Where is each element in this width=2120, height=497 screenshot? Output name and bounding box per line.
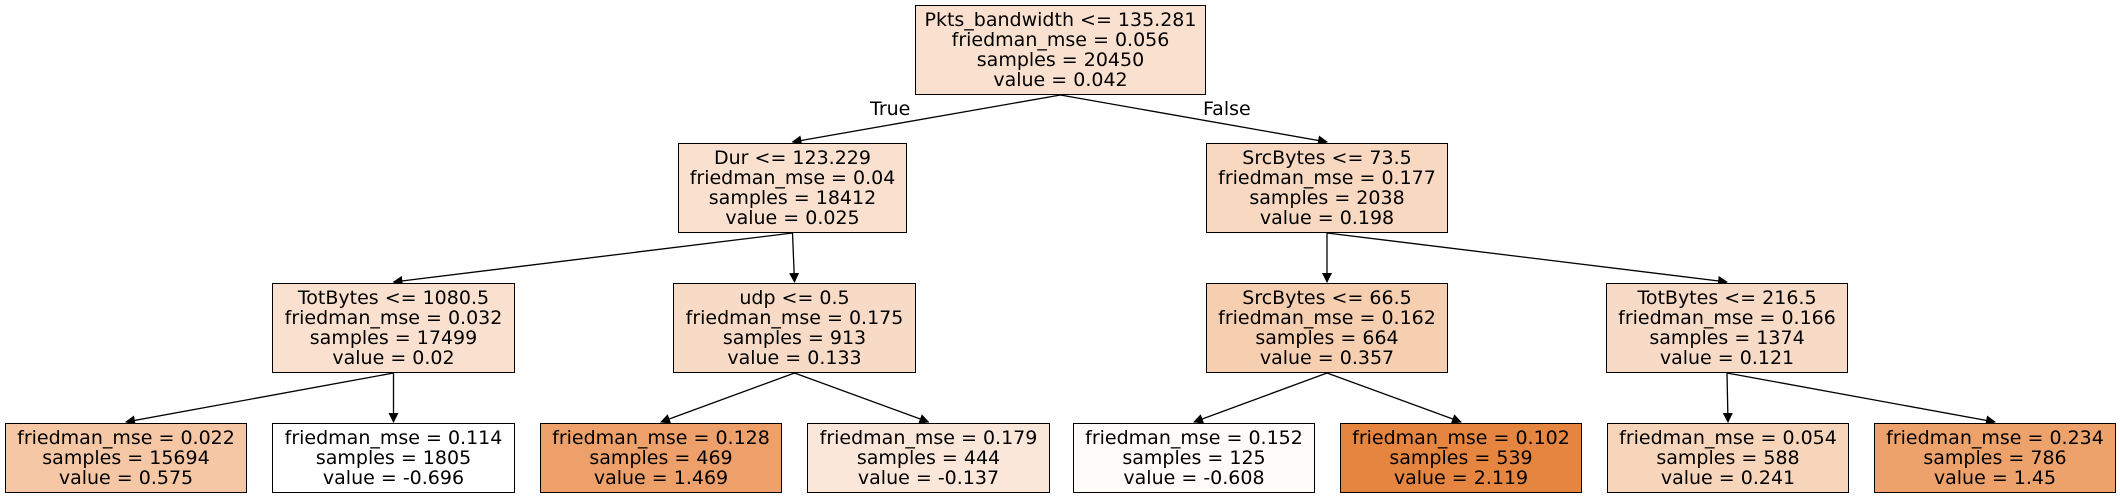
node-text-line: value = 0.198 [1259,207,1395,229]
node-text-line: value = -0.696 [322,467,465,489]
node-text-line: value = 0.575 [58,467,194,489]
node-text-line: SrcBytes <= 73.5 [1242,147,1412,169]
node-text-line: friedman_mse = 0.054 [1619,427,1837,449]
node-text-line: value = 1.45 [1933,467,2057,489]
node-text-line: samples = 1374 [1649,327,1805,349]
node-text-line: samples = 20450 [976,49,1145,71]
node-text-line: samples = 664 [1255,327,1399,349]
node-text-line: friedman_mse = 0.032 [284,307,503,329]
node-text-line: value = 0.042 [993,69,1128,91]
node-text-line: samples = 1805 [315,447,472,469]
node-text-line: friedman_mse = 0.162 [1218,307,1436,329]
edge-n1-n3 [392,232,793,286]
node-text-line: friedman_mse = 0.102 [1352,427,1570,449]
node-text-line: value = 0.133 [727,347,862,369]
node-text-line: value = -0.137 [857,467,1000,489]
node-text-line: friedman_mse = 0.179 [819,427,1038,449]
node-text-line: samples = 125 [1122,447,1266,469]
node-text-line: value = -0.608 [1123,467,1265,489]
edge-n2-n6 [1326,232,1728,286]
edge-n6-n14 [1726,372,1996,426]
node-text-line: Pkts_bandwidth <= 135.281 [924,9,1197,31]
edge-n5-n11 [1193,372,1328,424]
node-text-line: friedman_mse = 0.234 [1886,427,2104,449]
node-text-line: samples = 539 [1389,447,1533,469]
node-text-line: SrcBytes <= 66.5 [1242,287,1412,309]
node-text-line: TotBytes <= 216.5 [1637,287,1817,309]
node-text-line: friedman_mse = 0.175 [685,307,904,329]
node-text-line: udp <= 0.5 [739,287,850,309]
node-text-line: samples = 588 [1656,447,1800,469]
node-text-line: value = 0.121 [1659,347,1795,369]
edge-n0-n2 [1060,94,1328,146]
node-text-line: value = 2.119 [1393,467,1529,489]
node-text-line: value = 0.02 [332,347,455,369]
edge-n6-n13 [1722,372,1733,423]
node-text-line: Dur <= 123.229 [714,147,871,169]
edge-n5-n12 [1326,372,1462,424]
edge-n1-n4 [789,232,800,283]
node-text-line: samples = 786 [1923,447,2067,469]
node-text-line: samples = 444 [856,447,1001,469]
node-text-line: friedman_mse = 0.056 [951,29,1170,51]
node-text-line: friedman_mse = 0.128 [552,427,770,449]
node-text-line: samples = 2038 [1249,187,1405,209]
edge-n3-n7 [125,372,394,426]
node-text-line: friedman_mse = 0.152 [1085,427,1303,449]
node-text-line: value = 0.025 [725,207,860,229]
edge-n0-n1 [791,94,1061,146]
node-text-line: TotBytes <= 1080.5 [297,287,490,309]
node-text-line: samples = 18412 [708,187,877,209]
node-text-line: friedman_mse = 0.114 [284,427,503,449]
edge-label-true: True [870,98,911,120]
edge-n4-n10 [794,372,930,424]
node-text-line: value = 1.469 [593,467,729,489]
edge-label-false: False [1203,98,1251,120]
node-text-line: samples = 469 [589,447,733,469]
node-text-line: friedman_mse = 0.04 [689,167,896,189]
node-text-line: friedman_mse = 0.177 [1218,167,1436,189]
node-text-line: samples = 15694 [42,447,210,469]
node-text-line: friedman_mse = 0.166 [1618,307,1836,329]
node-text-line: value = 0.357 [1259,347,1395,369]
node-text-line: friedman_mse = 0.022 [17,427,235,449]
node-text-line: samples = 17499 [309,327,478,349]
edge-n4-n9 [660,372,795,424]
node-text-line: value = 0.241 [1660,467,1796,489]
node-text-line: samples = 913 [722,327,867,349]
